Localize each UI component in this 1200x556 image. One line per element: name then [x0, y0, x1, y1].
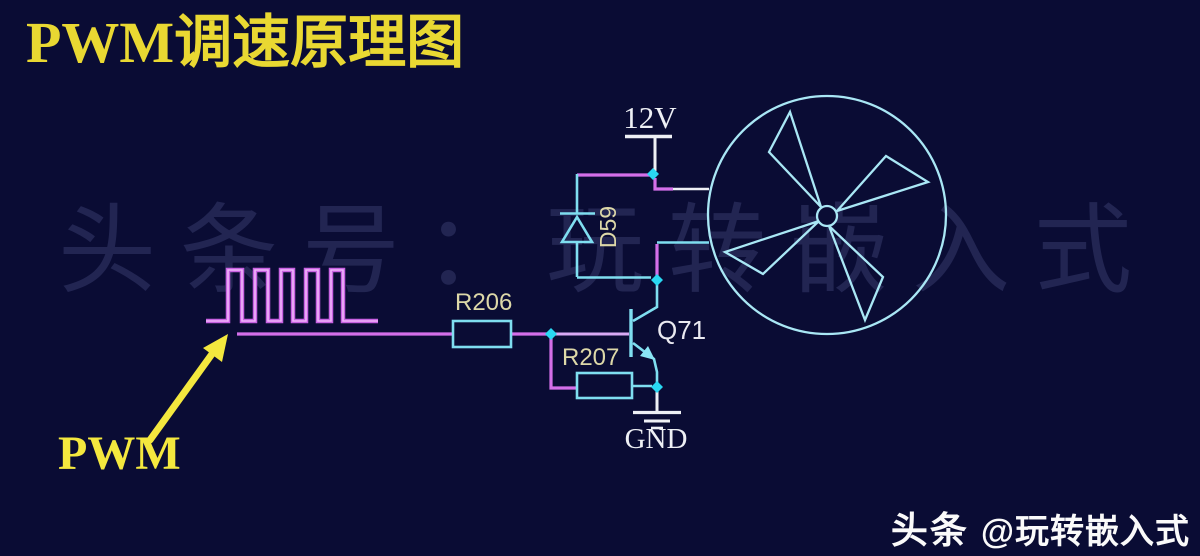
base-resistor-ref-label: R207	[562, 344, 620, 371]
fan-hub	[815, 204, 839, 228]
fan-ring	[706, 94, 948, 336]
q71-emitter	[632, 341, 659, 384]
junction-12v	[647, 168, 659, 180]
fan-blade-right	[833, 154, 931, 214]
q71-collector	[632, 284, 659, 323]
power-and-ground	[625, 134, 709, 430]
fan-blade-bottom	[827, 225, 885, 324]
brand-logo-text: 头条	[890, 510, 969, 551]
watermark-text: 头条号：玩转嵌入式	[58, 198, 1157, 306]
q71-emitter-arrow	[640, 346, 655, 360]
pwm-pointer-arrow	[146, 334, 228, 444]
component-wires	[559, 174, 709, 388]
diode-ref-label: D59	[594, 205, 621, 249]
wire-junction-to-r207	[549, 334, 577, 390]
junction-collector-node	[651, 274, 663, 286]
fan-motor	[706, 94, 948, 336]
junction-emitter-node	[651, 381, 663, 393]
wire-12v-to-fan-top	[653, 178, 673, 191]
byline: 头条 @玩转嵌入式	[891, 500, 1190, 554]
pwm-signal-label: PWM	[58, 427, 181, 480]
junction-base-node	[545, 328, 557, 340]
pwm-waveform-shape	[206, 267, 378, 324]
series-resistor-ref-label: R206	[455, 289, 513, 316]
d59-triangle	[559, 214, 595, 244]
junction-dots	[545, 168, 663, 393]
resistor-r207-body	[575, 371, 634, 400]
author-handle: @玩转嵌入式	[980, 513, 1190, 551]
fan-blade-lower-left	[722, 219, 820, 276]
transistor-ref-label: Q71	[657, 315, 707, 345]
page-title: PWM调速原理图	[26, 10, 465, 75]
fan-blade-upper-left	[767, 109, 823, 208]
signal-wires	[237, 173, 673, 390]
supply-voltage-label: 12V	[623, 100, 677, 135]
ground-label: GND	[624, 423, 688, 455]
resistor-r206-body	[451, 319, 513, 349]
